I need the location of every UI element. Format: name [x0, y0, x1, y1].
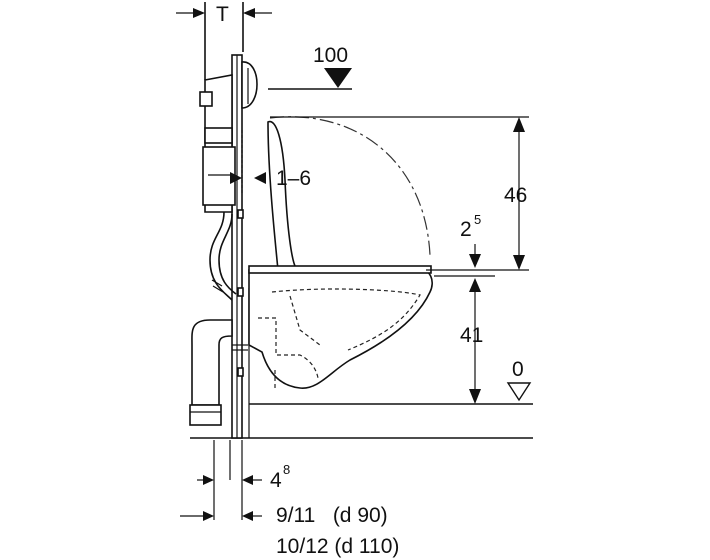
seat-arrow-top: [469, 254, 481, 268]
flush-pipe: [209, 211, 237, 301]
seat-arrow-bottom: [469, 278, 481, 292]
cistern: [199, 74, 236, 213]
dimension-t: T: [176, 2, 272, 80]
flush-plate: [241, 61, 258, 109]
drain-pipe: [189, 319, 248, 426]
level-marker-100: 100: [268, 44, 352, 90]
level-0-triangle: [506, 382, 532, 402]
dimension-46: 46: [270, 116, 529, 271]
label-seat-exp: 5: [474, 212, 481, 227]
dimension-41: 41: [460, 292, 483, 404]
label-46: 46: [504, 184, 527, 207]
seat-lid: [267, 116, 431, 271]
gap-arrow-left: [230, 172, 242, 184]
label-bottom-base: 4: [270, 469, 282, 492]
dim41-arrow-bottom: [469, 389, 481, 404]
dimension-gap: 1–6: [230, 167, 311, 190]
installation-frame: [231, 54, 244, 439]
label-pipe-d110: 10/12 (d 110): [276, 535, 399, 558]
dim46-arrow-bottom: [513, 255, 525, 270]
label-bottom-exp: 8: [283, 462, 290, 477]
gap-arrow-right: [254, 172, 266, 184]
bottom-arrow-c: [203, 511, 214, 521]
t-arrow-right: [243, 8, 255, 18]
dim46-arrow-top: [513, 117, 525, 132]
dimension-seat: 2 5: [434, 212, 495, 292]
wc-bowl: [248, 265, 433, 389]
dimension-bottom: 4 8 9/11 (d 90) 10/12 (d 110): [180, 440, 399, 558]
label-pipe-d90: 9/11 (d 90): [276, 504, 388, 527]
bottom-arrow-a: [203, 475, 214, 485]
label-41: 41: [460, 324, 483, 347]
label-0: 0: [512, 358, 524, 381]
label-100: 100: [313, 44, 348, 67]
label-t: T: [216, 3, 229, 26]
label-gap: 1–6: [276, 167, 311, 190]
label-seat-base: 2: [460, 218, 472, 241]
level-100-triangle: [324, 68, 352, 88]
level-marker-0: 0: [506, 358, 532, 402]
t-arrow-left: [193, 8, 205, 18]
